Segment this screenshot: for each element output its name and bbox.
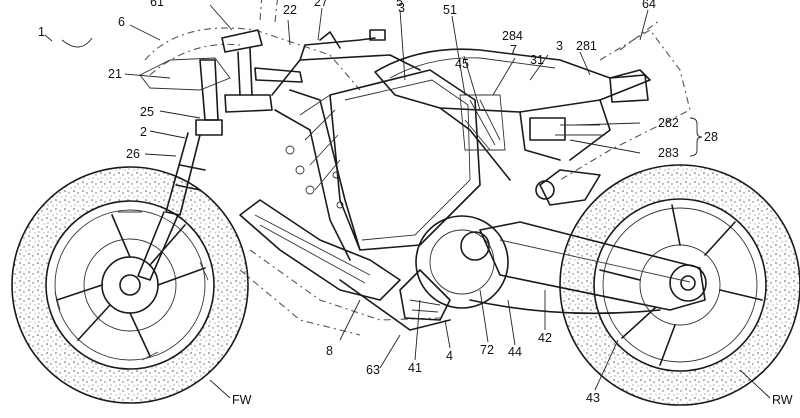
seat	[374, 48, 651, 113]
label-3: 3	[398, 1, 405, 15]
label-284: 284	[502, 29, 523, 43]
battery-box	[329, 69, 481, 251]
label-8: 8	[326, 344, 333, 358]
leader-lines	[44, 4, 771, 399]
label-7: 7	[510, 43, 517, 57]
label-25: 25	[140, 105, 154, 119]
label-63: 63	[366, 363, 380, 377]
label-61: 61	[150, 0, 164, 9]
label-21: 21	[108, 67, 122, 81]
label-64: 64	[642, 0, 656, 11]
lower-housing	[239, 199, 401, 301]
label-31: 31	[530, 53, 544, 67]
front-fork-assembly	[137, 29, 303, 281]
label-43: 43	[586, 391, 600, 405]
motor-unit	[339, 215, 509, 331]
label-42: 42	[538, 331, 552, 345]
label-44: 44	[508, 345, 522, 359]
label-26: 26	[126, 147, 140, 161]
label-282: 282	[658, 116, 679, 130]
label-283: 283	[658, 146, 679, 160]
label-22: 22	[283, 3, 297, 17]
label-51: 51	[443, 3, 457, 17]
label-2: 2	[140, 125, 147, 139]
label-45: 45	[455, 57, 469, 71]
main-frame	[271, 29, 421, 261]
front-wheel	[11, 166, 249, 404]
label-41: 41	[408, 361, 422, 375]
label-3-top: 3	[556, 39, 563, 53]
rear-wheel	[559, 164, 800, 406]
body-panels-dashed	[139, 0, 691, 336]
label-28: 28	[704, 130, 718, 144]
drive-belt	[469, 299, 661, 315]
label-1: 1	[38, 25, 45, 39]
label-281: 281	[576, 39, 597, 53]
label-72: 72	[480, 343, 494, 357]
rear-subframe	[439, 74, 649, 181]
swingarm	[479, 169, 706, 311]
label-6: 6	[118, 15, 125, 29]
label-rw: RW	[772, 393, 793, 407]
label-4: 4	[446, 349, 453, 363]
reference-numerals: 1 6 61 22 27 5 51 64 284 7 3 281 45 31 3…	[38, 0, 793, 407]
label-5: 5	[396, 0, 403, 9]
label-fw: FW	[232, 393, 252, 407]
label-27: 27	[314, 0, 328, 9]
